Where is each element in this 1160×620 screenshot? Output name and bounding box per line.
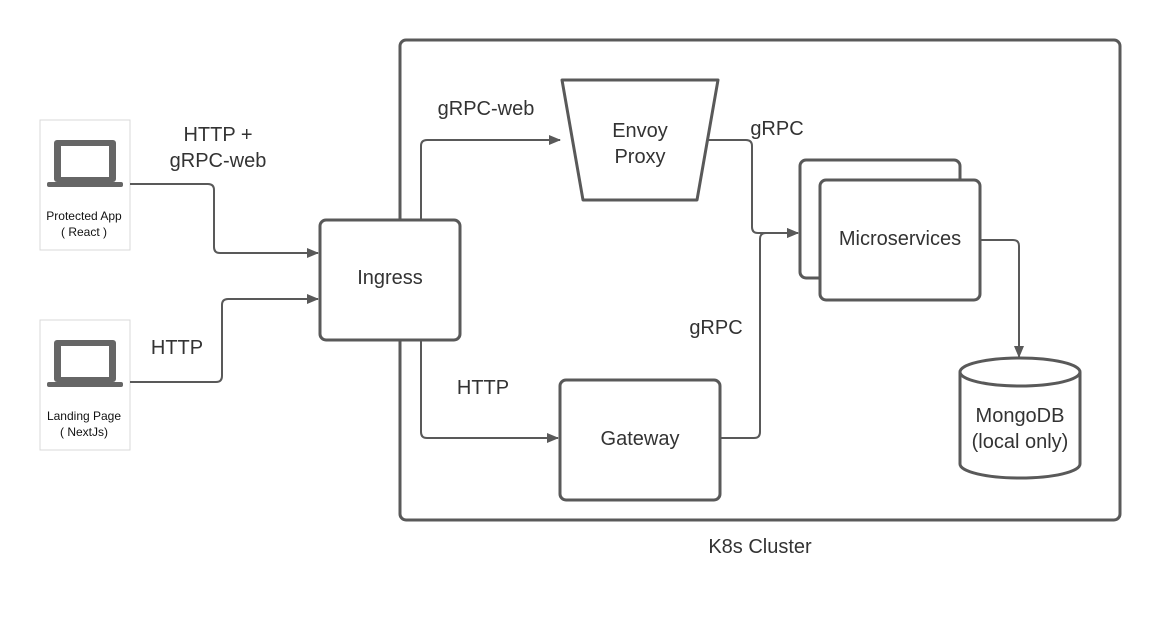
- client-card-shadow: [39, 319, 131, 451]
- edge-label-ingress-gateway: HTTP: [457, 377, 509, 399]
- landing-page-framework: ( NextJs): [60, 425, 108, 439]
- edge-label-envoy-micro: gRPC: [750, 118, 803, 140]
- laptop-icon: [47, 340, 123, 387]
- mongodb-label-line2: (local only): [972, 431, 1069, 453]
- protected-app-client: Protected App ( React ): [39, 119, 131, 251]
- edge-app-to-ingress: [130, 183, 319, 258]
- edge-label-app-line1: HTTP +: [183, 124, 252, 146]
- mongodb-label-line1: MongoDB: [976, 405, 1065, 427]
- edge-label-gateway-micro: gRPC: [689, 317, 742, 339]
- ingress-label: Ingress: [357, 267, 423, 289]
- edge-gateway-to-microservices: [720, 228, 799, 439]
- edge-label-landing: HTTP: [151, 337, 203, 359]
- edge-landing-to-ingress: [130, 294, 319, 383]
- mongodb-database: MongoDB (local only): [958, 356, 1082, 480]
- laptop-icon: [47, 140, 123, 187]
- gateway-box: [558, 378, 722, 502]
- edge-ingress-to-envoy: [420, 135, 561, 220]
- envoy-proxy-shape: [560, 78, 720, 202]
- ingress-box: [318, 218, 462, 342]
- microservices-label: Microservices: [839, 228, 961, 250]
- envoy-label-line2: Proxy: [614, 146, 665, 168]
- mongodb-body: [958, 372, 1082, 480]
- mongodb-top: [958, 356, 1082, 388]
- edge-microservices-to-mongodb: [980, 239, 1024, 358]
- protected-app-framework: ( React ): [61, 225, 107, 239]
- edge-label-app-line2: gRPC-web: [170, 150, 267, 172]
- landing-page-name: Landing Page: [47, 409, 121, 423]
- landing-page-client: Landing Page ( NextJs): [39, 319, 131, 451]
- envoy-label-line1: Envoy: [612, 120, 668, 142]
- k8s-cluster-label: K8s Cluster: [708, 536, 812, 558]
- edge-ingress-to-gateway: [420, 340, 559, 443]
- protected-app-name: Protected App: [46, 209, 122, 223]
- gateway-label: Gateway: [601, 428, 680, 450]
- edge-envoy-to-microservices: [706, 139, 799, 238]
- microservices-box: [818, 178, 982, 302]
- edge-label-ingress-envoy: gRPC-web: [438, 98, 535, 120]
